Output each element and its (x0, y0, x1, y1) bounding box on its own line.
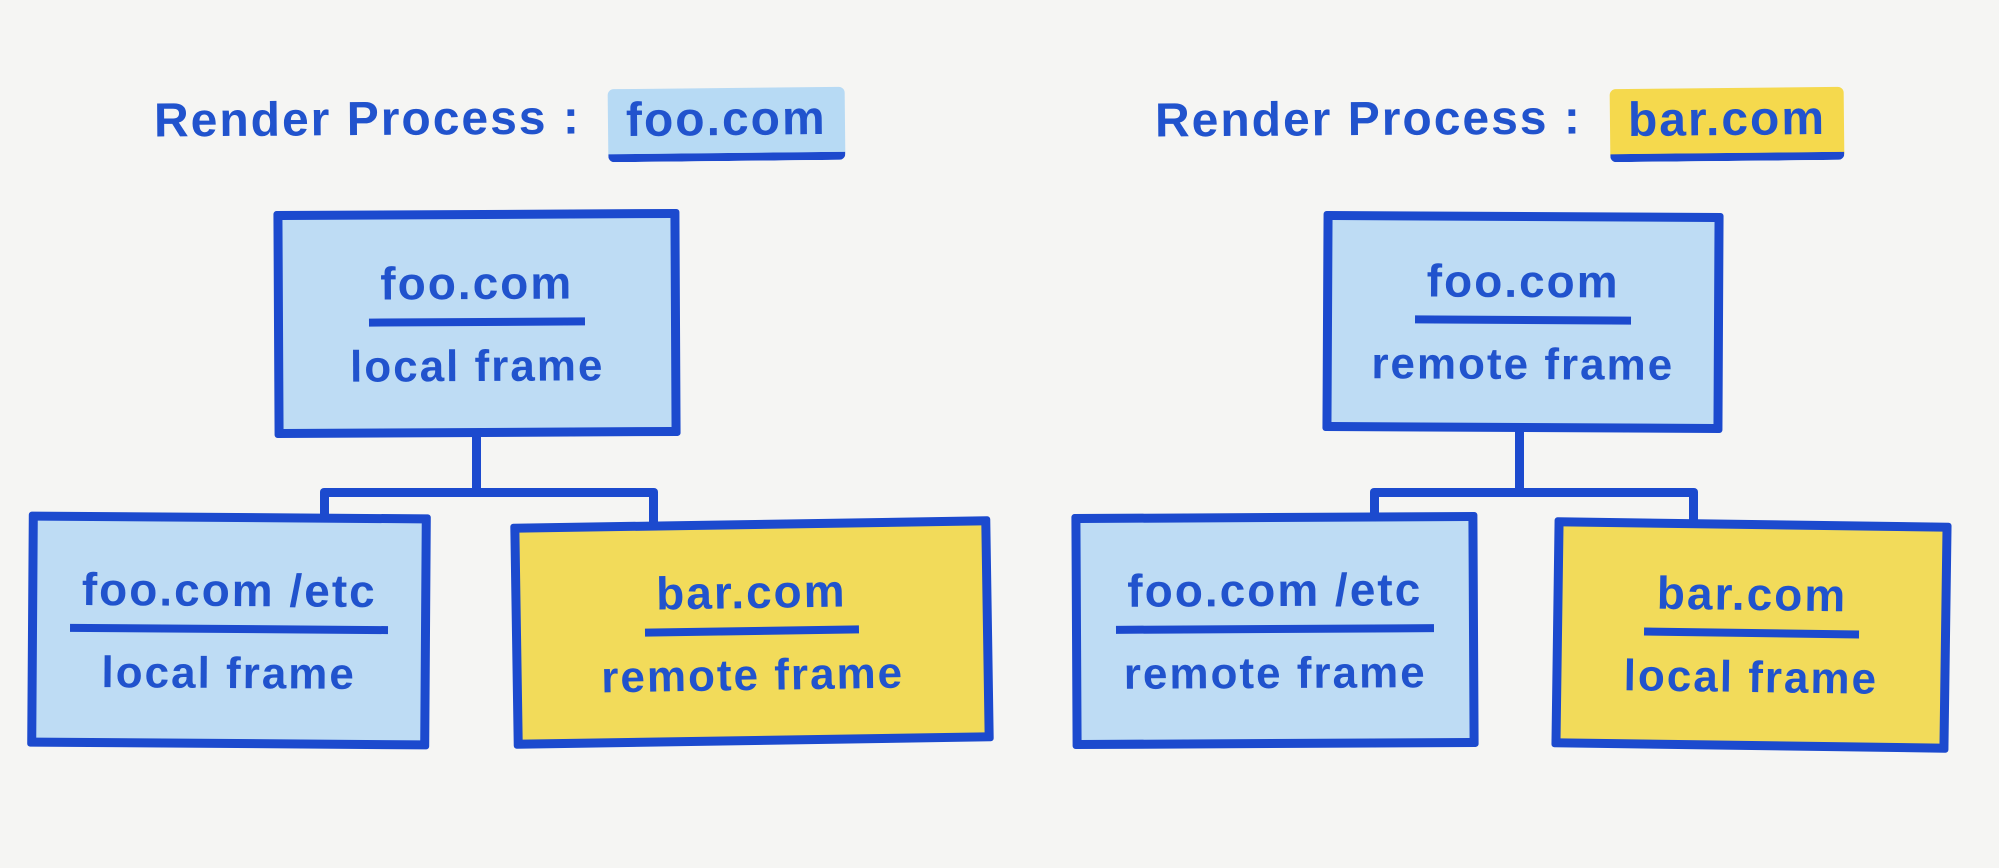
connector-drop-left (320, 490, 329, 520)
frame-domain: foo.com /etc (69, 561, 389, 634)
process-title-prefix: Render Process : (153, 91, 582, 148)
frame-domain: foo.com (1414, 253, 1632, 325)
frame-type: remote frame (1123, 647, 1427, 699)
frame-type: local frame (101, 647, 357, 699)
frame-domain: foo.com /etc (1115, 561, 1435, 634)
render-process-tree-foo: Render Process : foo.com foo.com local f… (0, 0, 999, 868)
process-domain-highlight: foo.com (607, 86, 846, 163)
process-domain-highlight: bar.com (1609, 86, 1845, 163)
frame-type: remote frame (1371, 339, 1675, 390)
connector-bar (1370, 488, 1698, 497)
child-frame-box-left: foo.com /etc remote frame (1071, 511, 1479, 750)
process-title: Render Process : bar.com (1000, 86, 1999, 163)
process-title: Render Process : foo.com (0, 86, 999, 163)
connector-drop-right (649, 490, 658, 526)
connector-drop-right (1689, 490, 1698, 526)
frame-type: local frame (1623, 651, 1879, 704)
connector-stem (472, 433, 481, 495)
child-frame-box-right: bar.com remote frame (510, 516, 994, 749)
render-process-tree-bar: Render Process : bar.com foo.com remote … (1000, 0, 1999, 868)
frame-type: remote frame (600, 648, 905, 702)
connector-drop-left (1370, 490, 1379, 520)
root-frame-box: foo.com remote frame (1322, 210, 1724, 434)
frame-domain: bar.com (643, 562, 860, 637)
root-frame-box: foo.com local frame (273, 208, 681, 439)
frame-domain: foo.com (368, 254, 586, 327)
connector-stem (1515, 428, 1524, 494)
child-frame-box-right: bar.com local frame (1551, 517, 1952, 753)
frame-domain: bar.com (1644, 565, 1860, 639)
connector-bar (320, 488, 658, 497)
frame-type: local frame (349, 340, 605, 392)
child-frame-box-left: foo.com /etc local frame (27, 511, 431, 750)
process-title-prefix: Render Process : (1155, 91, 1583, 148)
